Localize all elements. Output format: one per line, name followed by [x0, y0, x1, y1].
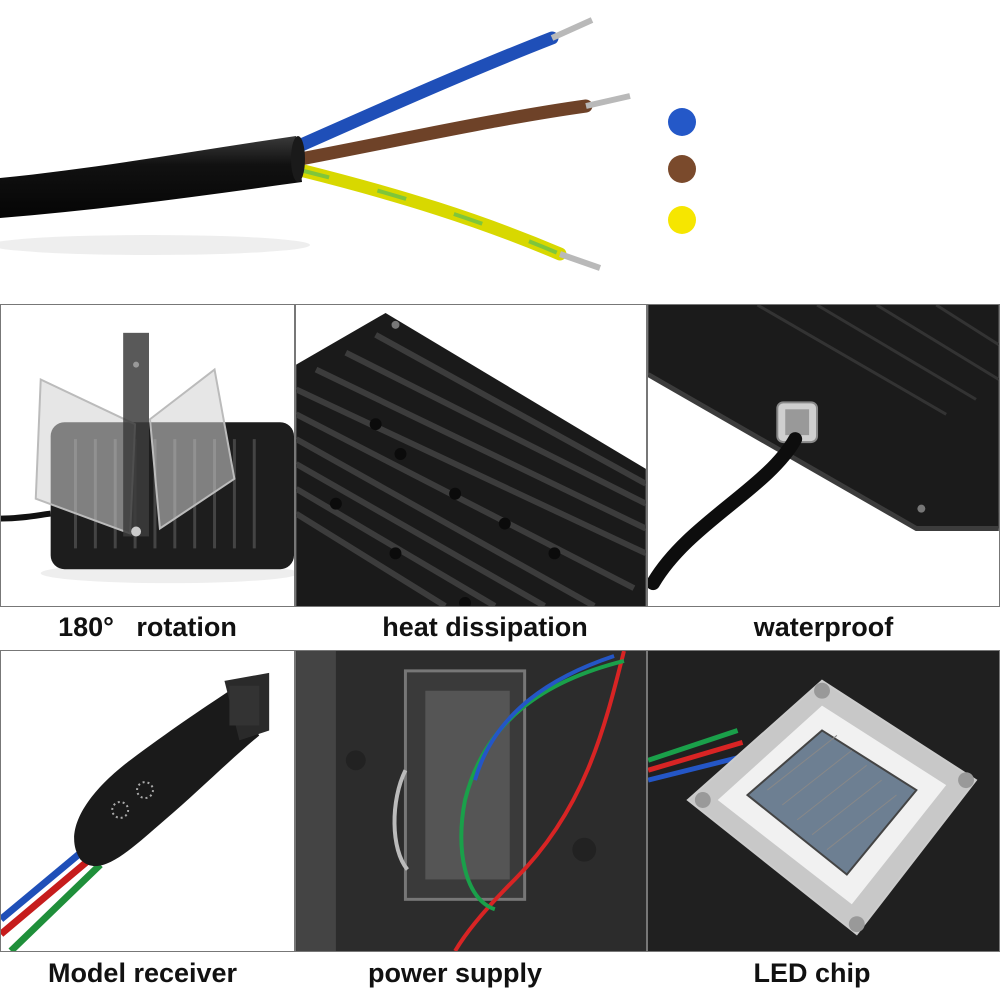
- power-supply-caption: power supply: [367, 958, 543, 988]
- model-receiver-caption: Model receiver: [47, 958, 238, 988]
- brown-dot: [668, 155, 696, 183]
- power-supply-photo: [295, 650, 647, 952]
- rotation-caption: 180° rotation: [58, 612, 237, 642]
- heat-dissipation-photo: [295, 304, 647, 607]
- led-chip-caption: LED chip: [753, 958, 871, 988]
- heat-dissipation-caption: heat dissipation: [382, 612, 588, 642]
- three-core-cable-image: [0, 17, 631, 271]
- yellow-dot: [668, 206, 696, 234]
- waterproof-photo: [647, 304, 1000, 607]
- waterproof-caption: waterproof: [753, 612, 894, 642]
- blue-dot: [668, 108, 696, 136]
- model-receiver-photo: [0, 650, 295, 952]
- led-chip-photo: [647, 650, 1000, 952]
- rotation-photo: [0, 304, 295, 607]
